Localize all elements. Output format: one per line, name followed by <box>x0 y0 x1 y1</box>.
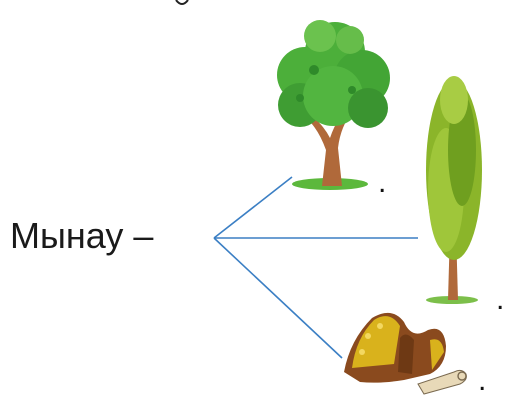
prompt-text: Мынау – <box>10 215 154 256</box>
connector-line-tree <box>213 176 293 239</box>
saddle-icon[interactable] <box>344 312 467 395</box>
end-mark-poplar: . <box>496 283 505 316</box>
end-mark-tree: . <box>378 166 387 199</box>
cropped-glyph <box>175 0 189 5</box>
deciduous-tree-icon[interactable] <box>277 20 390 190</box>
end-mark-saddle: . <box>478 364 487 397</box>
poplar-tree-icon[interactable] <box>426 76 482 304</box>
connector-line-saddle <box>213 237 343 359</box>
connector-lines <box>213 176 418 359</box>
